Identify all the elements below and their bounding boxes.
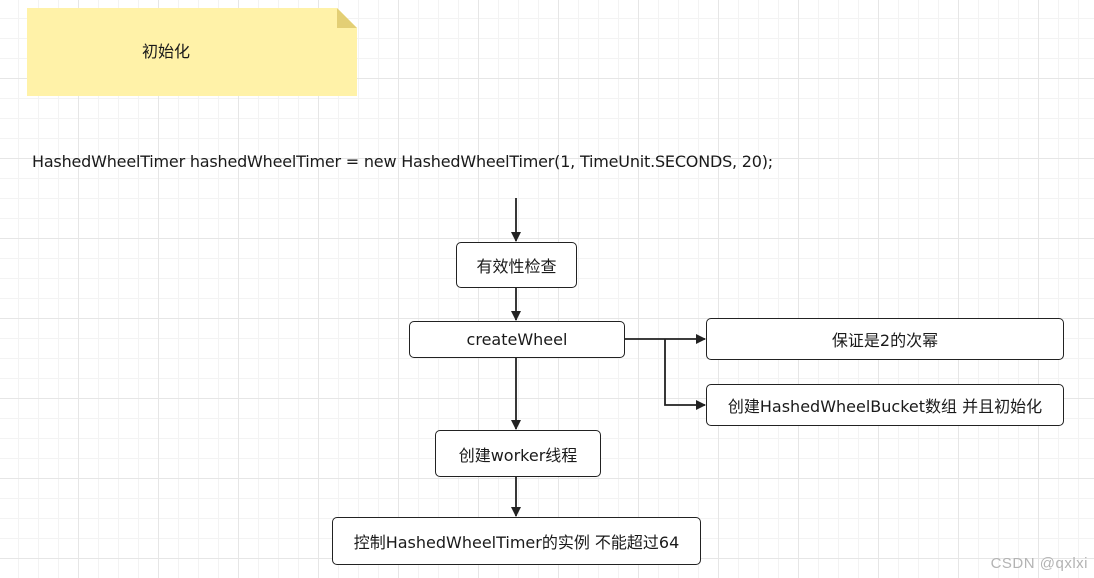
sticky-note — [27, 8, 357, 96]
create-worker-node: 创建worker线程 — [435, 430, 601, 477]
limit-instances-node: 控制HashedWheelTimer的实例 不能超过64 — [332, 517, 701, 565]
csdn-watermark: CSDN @qxlxi — [990, 555, 1088, 572]
arrow-createwheel-to-buckets — [664, 339, 706, 410]
create-buckets-node: 创建HashedWheelBucket数组 并且初始化 — [706, 384, 1064, 426]
sticky-note-text: 初始化 — [141, 42, 190, 61]
constructor-code-line: HashedWheelTimer hashedWheelTimer = new … — [32, 152, 773, 171]
power-of-two-node: 保证是2的次幂 — [706, 318, 1064, 360]
create-wheel-node: createWheel — [409, 321, 625, 358]
validity-check-node: 有效性检查 — [456, 242, 577, 288]
